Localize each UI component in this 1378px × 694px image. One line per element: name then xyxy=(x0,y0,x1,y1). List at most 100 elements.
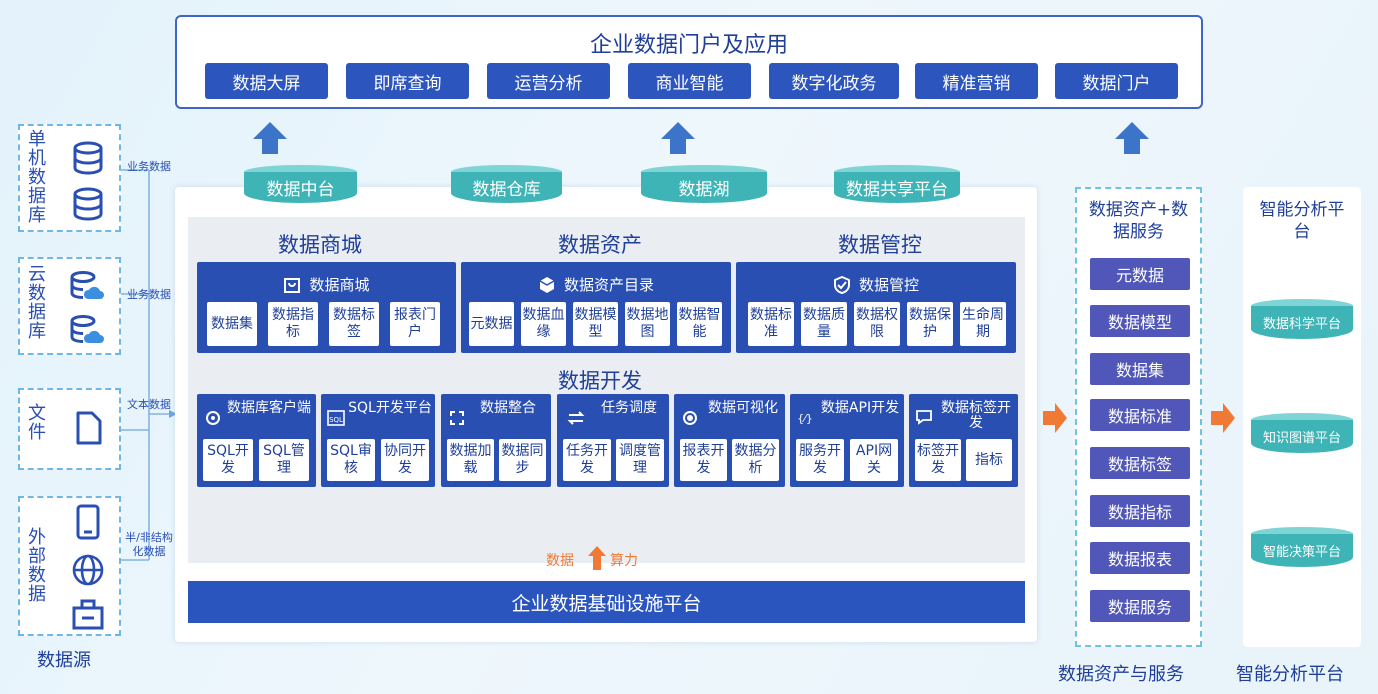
dev-module-title: 数据API开发 xyxy=(820,400,900,416)
portal-item-operation-analysis[interactable]: 运营分析 xyxy=(487,63,610,99)
cell-data-load[interactable]: 数据加载 xyxy=(447,439,494,481)
cell-data-sync[interactable]: 数据同步 xyxy=(499,439,546,481)
asset-item-metadata[interactable]: 元数据 xyxy=(1090,258,1190,290)
cell-data-lineage[interactable]: 数据血缘 xyxy=(521,302,566,346)
portal-item-data-portal[interactable]: 数据门户 xyxy=(1055,63,1178,99)
phone-icon xyxy=(76,504,100,540)
portal-item-digital-government[interactable]: 数字化政务 xyxy=(769,63,899,99)
cube-icon xyxy=(539,276,555,293)
source-connectors xyxy=(121,169,177,561)
cylinder-data-middle-platform: 数据中台 xyxy=(244,165,357,203)
source-label: 文件 xyxy=(28,403,46,443)
source-cloud-db: 云数据库 xyxy=(18,257,121,355)
up-arrow-icon xyxy=(661,122,695,154)
cylinder-decision[interactable]: 智能决策平台 xyxy=(1251,527,1353,567)
compute-label-left: 数据 xyxy=(546,553,574,569)
shield-icon xyxy=(833,275,850,294)
asset-item-data-metric[interactable]: 数据指标 xyxy=(1090,495,1190,527)
asset-service-footer: 数据资产与服务 xyxy=(1058,664,1184,685)
source-label: 外部数据 xyxy=(28,527,46,605)
cell-data-analysis[interactable]: 数据分析 xyxy=(732,439,779,481)
dev-module-title: 数据库客户端 xyxy=(227,400,311,416)
source-external: 外部数据 xyxy=(18,496,121,636)
asset-item-data-model[interactable]: 数据模型 xyxy=(1090,305,1190,337)
asset-item-dataset[interactable]: 数据集 xyxy=(1090,353,1190,385)
cell-data-protection[interactable]: 数据保护 xyxy=(907,302,953,346)
cell-metadata[interactable]: 元数据 xyxy=(469,302,514,346)
cell-service-dev[interactable]: 服务开发 xyxy=(796,439,844,481)
portal-item-business-intelligence[interactable]: 商业智能 xyxy=(628,63,751,99)
portal-item-precision-marketing[interactable]: 精准营销 xyxy=(915,63,1038,99)
asset-service-panel: 数据资产+数据服务 元数据 数据模型 数据集 数据标准 数据标签 数据指标 数据… xyxy=(1075,187,1202,647)
dev-module-visualization: 数据可视化 报表开发 数据分析 xyxy=(674,394,785,487)
cell-sql-review[interactable]: SQL审核 xyxy=(327,439,375,481)
api-icon: {⁄} xyxy=(797,412,813,425)
asset-item-data-tag[interactable]: 数据标签 xyxy=(1090,447,1190,479)
asset-item-data-standard[interactable]: 数据标准 xyxy=(1090,399,1190,431)
cloud-database-icon xyxy=(70,315,104,343)
file-icon xyxy=(76,411,102,445)
right-arrow-icon xyxy=(1211,403,1235,433)
cell-sql-dev[interactable]: SQL开发 xyxy=(203,439,253,481)
cylinder-data-warehouse: 数据仓库 xyxy=(451,165,562,203)
cell-data-metric[interactable]: 数据指标 xyxy=(268,302,318,346)
section-heading-mall: 数据商城 xyxy=(278,233,362,257)
swap-icon xyxy=(567,411,585,425)
cell-data-standard[interactable]: 数据标准 xyxy=(748,302,794,346)
up-arrow-icon xyxy=(588,546,606,570)
cell-data-map[interactable]: 数据地图 xyxy=(625,302,670,346)
dev-module-db-client: 数据库客户端 SQL开发 SQL管理 xyxy=(197,394,316,487)
source-label: 云数据库 xyxy=(28,264,46,342)
cell-data-model[interactable]: 数据模型 xyxy=(573,302,618,346)
database-icon xyxy=(73,187,103,221)
cell-dataset[interactable]: 数据集 xyxy=(207,302,257,346)
cell-tag-dev[interactable]: 标签开发 xyxy=(915,439,961,481)
ai-platform-panel: 智能分析平台 数据科学平台 知识图谱平台 智能决策平台 xyxy=(1243,187,1361,647)
dev-module-integration: 数据整合 数据加载 数据同步 xyxy=(441,394,551,487)
dev-module-api: {⁄} 数据API开发 服务开发 API网关 xyxy=(790,394,904,487)
dev-module-tag: 数据标签开发 标签开发 指标 xyxy=(909,394,1018,487)
cylinder-data-science[interactable]: 数据科学平台 xyxy=(1251,299,1353,339)
flow-label: 半/非结构化数据 xyxy=(125,531,173,558)
cell-report-portal[interactable]: 报表门户 xyxy=(390,302,440,346)
cylinder-knowledge-graph[interactable]: 知识图谱平台 xyxy=(1251,413,1353,453)
dev-module-title: 数据标签开发 xyxy=(941,400,1011,431)
asset-item-data-service[interactable]: 数据服务 xyxy=(1090,590,1190,622)
cell-sql-manage[interactable]: SQL管理 xyxy=(259,439,309,481)
globe-icon xyxy=(72,554,104,586)
integration-icon xyxy=(450,411,464,425)
dev-module-scheduling: 任务调度 任务开发 调度管理 xyxy=(557,394,669,487)
folder-icon xyxy=(72,599,104,630)
sql-icon: SQL xyxy=(327,410,345,426)
cell-data-quality[interactable]: 数据质量 xyxy=(801,302,847,346)
right-arrow-icon xyxy=(1043,403,1067,433)
up-arrow-icon xyxy=(253,122,287,154)
db-client-icon xyxy=(206,411,220,425)
portal-item-adhoc-query[interactable]: 即席查询 xyxy=(346,63,469,99)
portal-title: 企业数据门户及应用 xyxy=(589,33,788,58)
panel-title: 数据商城 xyxy=(309,276,370,294)
mall-panel: 数据商城 数据集 数据指标 数据标签 报表门户 xyxy=(197,262,456,353)
cell-api-gateway[interactable]: API网关 xyxy=(850,439,898,481)
dev-module-title: 数据可视化 xyxy=(708,400,778,416)
cell-task-dev[interactable]: 任务开发 xyxy=(563,439,611,481)
dev-module-title: 任务调度 xyxy=(601,400,657,416)
cloud-database-icon xyxy=(70,271,104,299)
database-icon xyxy=(73,141,103,175)
cell-data-permission[interactable]: 数据权限 xyxy=(854,302,900,346)
cell-report-dev[interactable]: 报表开发 xyxy=(680,439,727,481)
cell-data-tag[interactable]: 数据标签 xyxy=(329,302,379,346)
portal-item-data-screen[interactable]: 数据大屏 xyxy=(205,63,328,99)
cell-schedule-manage[interactable]: 调度管理 xyxy=(616,439,664,481)
dev-module-sql-platform: SQL SQL开发平台 SQL审核 协同开发 xyxy=(321,394,435,487)
source-label: 单机数据库 xyxy=(28,129,46,226)
cell-metric[interactable]: 指标 xyxy=(966,439,1012,481)
up-arrow-icon xyxy=(1115,122,1149,154)
ai-platform-footer: 智能分析平台 xyxy=(1236,664,1344,685)
cell-collab-dev[interactable]: 协同开发 xyxy=(381,439,429,481)
cell-data-intelligence[interactable]: 数据智能 xyxy=(677,302,722,346)
asset-item-data-report[interactable]: 数据报表 xyxy=(1090,542,1190,574)
cell-lifecycle[interactable]: 生命周期 xyxy=(960,302,1006,346)
section-heading-assets: 数据资产 xyxy=(558,233,642,257)
panel-title: 数据资产目录 xyxy=(563,276,654,294)
